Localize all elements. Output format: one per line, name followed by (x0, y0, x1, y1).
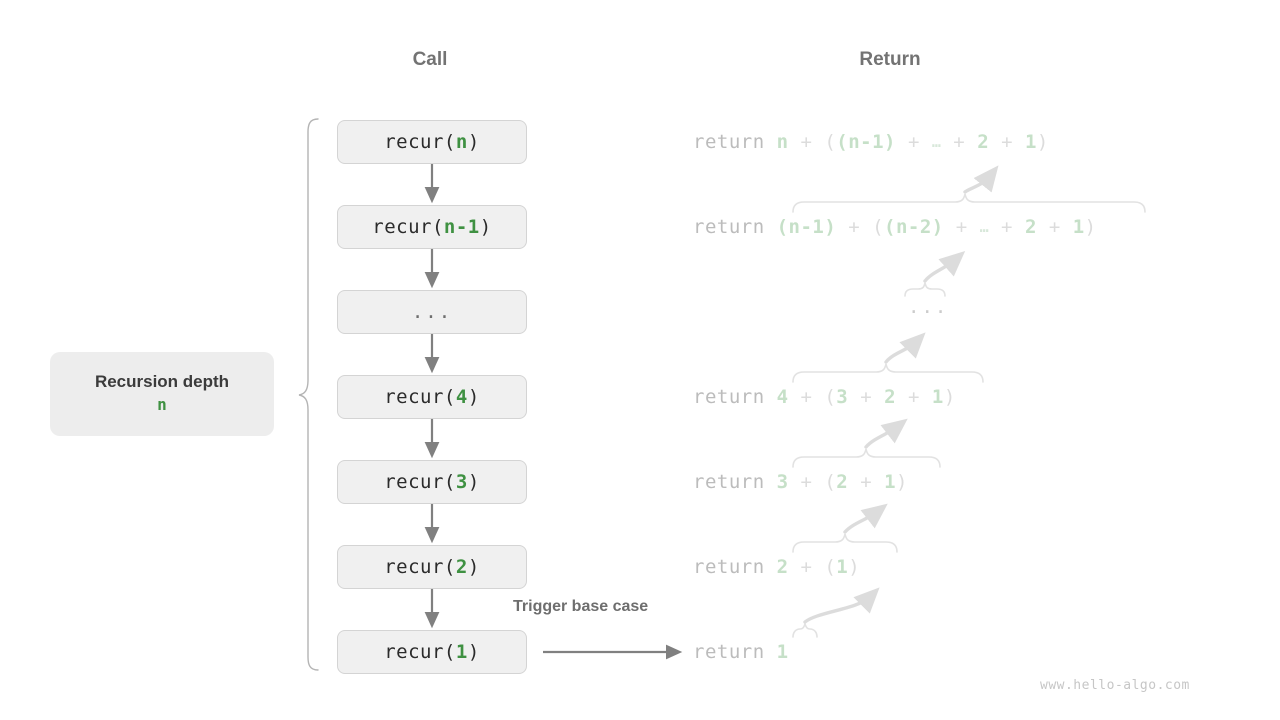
call-label-recur-2: recur(2) (384, 556, 480, 578)
return-value: 2 (1024, 216, 1037, 238)
return-value: 3 (836, 386, 849, 408)
return-operator: + (848, 386, 885, 408)
call-label-recur-n-1: recur(n-1) (372, 216, 492, 238)
return-operator: + ( (836, 216, 885, 238)
return-operator: + (943, 216, 980, 238)
return-value: 2 (776, 556, 789, 578)
return-operator: ) (1036, 131, 1049, 153)
return-operator: ) (896, 471, 908, 493)
return-value: … (979, 218, 990, 236)
return-value: 3 (776, 471, 789, 493)
call-argument: n (455, 131, 468, 153)
trigger-base-case-label: Trigger base case (513, 598, 649, 615)
return-value: (n-1) (836, 131, 896, 153)
recursion-depth-title: Recursion depth (94, 371, 230, 391)
return-value: … (931, 133, 942, 151)
return-operator: ) (848, 556, 861, 578)
return-value: 1 (1072, 216, 1085, 238)
return-value: 2 (836, 471, 849, 493)
return-line-ellipsis: ... (908, 296, 949, 318)
call-argument: n-1 (443, 216, 480, 238)
recursion-depth-panel: Recursion depth n (50, 352, 274, 436)
return-value: n (776, 131, 789, 153)
return-keyword: return (693, 641, 777, 663)
return-operator: + ( (788, 386, 837, 408)
column-header-call: Call (412, 49, 448, 70)
return-keyword: return (693, 131, 777, 153)
return-line-1: return 1 (693, 630, 789, 674)
return-operator: + (848, 471, 885, 493)
return-value: 1 (931, 386, 944, 408)
watermark: www.hello-algo.com (1040, 678, 1190, 693)
call-box-recur-n[interactable]: recur(n) (337, 120, 527, 164)
return-arrow-4-to-e (884, 332, 926, 364)
return-operator: + (1036, 216, 1073, 238)
recursion-depth-brace (298, 118, 319, 671)
return-value: 2 (884, 386, 897, 408)
call-box-recur-2[interactable]: recur(2) (337, 545, 527, 589)
return-operator: + (941, 131, 978, 153)
call-argument: 4 (455, 386, 468, 408)
call-argument: 1 (455, 641, 468, 663)
call-argument: 3 (455, 471, 468, 493)
call-label-recur-n: recur(n) (384, 131, 480, 153)
return-value: 1 (1024, 131, 1037, 153)
brace-row-ellipsis (904, 282, 946, 297)
return-arrow-6-to-5 (843, 503, 888, 534)
return-value: (n-2) (884, 216, 944, 238)
return-arrow-5-to-4 (864, 418, 908, 449)
call-label-recur-1: recur(1) (384, 641, 480, 663)
brace-row-7 (792, 621, 818, 638)
return-keyword: return (693, 216, 777, 238)
return-arrow-e-to-2 (923, 250, 966, 283)
return-operator: + ( (788, 131, 837, 153)
return-operator: + (896, 131, 932, 153)
return-operator: + ( (788, 471, 837, 493)
call-box-recur-1[interactable]: recur(1) (337, 630, 527, 674)
call-argument: 2 (455, 556, 468, 578)
return-value: 1 (884, 471, 897, 493)
return-arrow-7-to-6 (803, 587, 880, 624)
return-operator: ) (1084, 216, 1097, 238)
return-arrow-2-to-1 (963, 165, 999, 194)
return-operator: + (989, 131, 1025, 153)
call-label-recur-3: recur(3) (384, 471, 480, 493)
call-label-ellipsis: ... (411, 301, 453, 323)
return-value: 2 (977, 131, 990, 153)
return-keyword: return (693, 386, 777, 408)
return-operator: + (989, 216, 1025, 238)
return-line-n-1: return (n-1) + ((n-2) + … + 2 + 1) (693, 205, 1097, 249)
return-line-4: return 4 + (3 + 2 + 1) (693, 375, 956, 419)
recursion-depth-value: n (157, 395, 167, 415)
call-box-recur-n-1[interactable]: recur(n-1) (337, 205, 527, 249)
return-line-2: return 2 + (1) (693, 545, 860, 589)
call-box-recur-4[interactable]: recur(4) (337, 375, 527, 419)
return-operator: + ( (788, 556, 837, 578)
return-keyword: return (693, 556, 777, 578)
call-box-ellipsis[interactable]: ... (337, 290, 527, 334)
return-line-n: return n + ((n-1) + … + 2 + 1) (693, 120, 1049, 164)
return-keyword: return (693, 471, 777, 493)
return-line-3: return 3 + (2 + 1) (693, 460, 908, 504)
call-box-recur-3[interactable]: recur(3) (337, 460, 527, 504)
return-value: 1 (776, 641, 789, 663)
return-value: (n-1) (776, 216, 837, 238)
return-operator: ) (943, 386, 956, 408)
column-header-return: Return (859, 49, 921, 70)
return-value: 4 (776, 386, 789, 408)
return-operator: + (896, 386, 932, 408)
call-label-recur-4: recur(4) (384, 386, 480, 408)
return-value: 1 (836, 556, 849, 578)
